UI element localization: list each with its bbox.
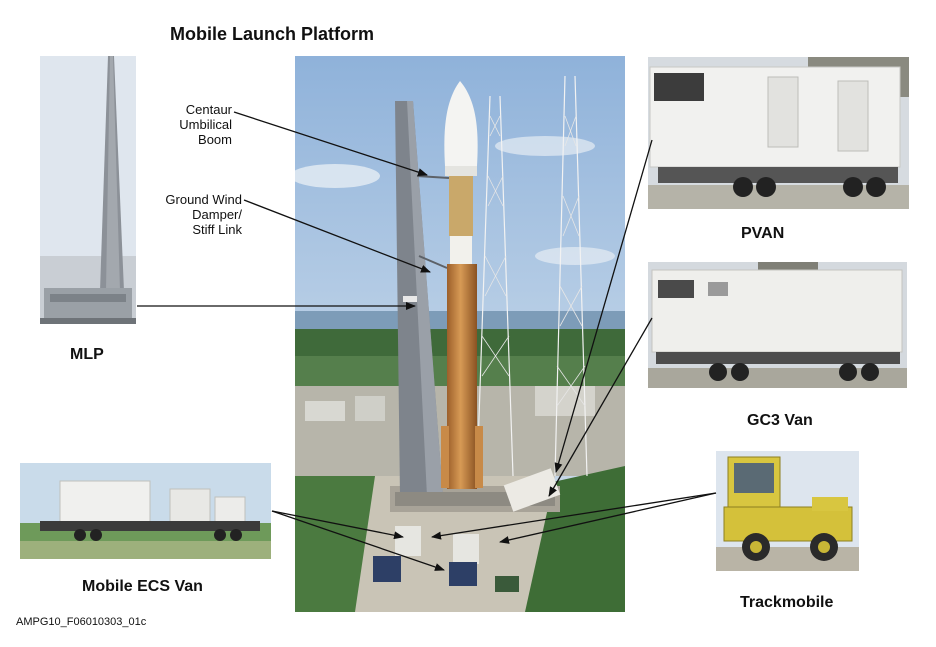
figure-id: AMPG10_F06010303_01c [16, 616, 147, 628]
centaur-umbilical-boom-line-2: Umbilical [179, 117, 232, 132]
pvan-caption: PVAN [741, 225, 785, 242]
mobile-ecs-van-caption: Mobile ECS Van [82, 578, 203, 595]
trackmobile-photo [716, 451, 859, 571]
ground-wind-damper-line-1: Ground Wind [165, 192, 242, 207]
launch-vehicle-photo [295, 56, 625, 612]
centaur-umbilical-boom-label: Centaur Umbilical Boom [160, 102, 232, 147]
mobile-ecs-van-photo [20, 463, 271, 559]
pvan-photo [648, 57, 909, 209]
mlp-caption: MLP [70, 346, 104, 363]
ground-wind-damper-label: Ground Wind Damper/ Stiff Link [146, 192, 242, 237]
page-title: Mobile Launch Platform [170, 24, 375, 44]
trackmobile-caption: Trackmobile [740, 594, 834, 611]
centaur-umbilical-boom-line-3: Boom [198, 132, 232, 147]
ground-wind-damper-line-3: Stiff Link [192, 222, 242, 237]
gc3-van-caption: GC3 Van [747, 412, 813, 429]
mlp-photo [40, 56, 136, 324]
gc3-van-photo [648, 262, 907, 388]
centaur-umbilical-boom-line-1: Centaur [185, 102, 232, 117]
ground-wind-damper-line-2: Damper/ [192, 207, 242, 222]
